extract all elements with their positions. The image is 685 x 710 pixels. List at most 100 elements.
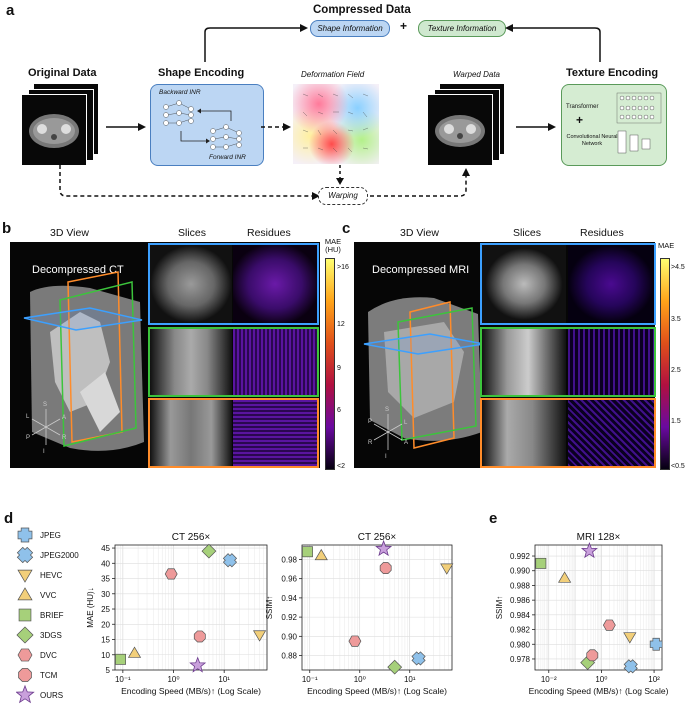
c-coronal-frame <box>480 398 656 468</box>
warping-box: Warping <box>318 187 368 205</box>
c-slice-coronal <box>482 400 566 466</box>
deformation-vectors <box>302 93 369 153</box>
panel-a-letter: a <box>6 2 15 19</box>
b-coronal-frame <box>148 398 319 468</box>
c-axis-r: R <box>368 440 373 446</box>
c-cbar-tick-0: >4.5 <box>671 264 685 271</box>
y-tick-label: 0.88 <box>281 652 297 661</box>
legend-marker-hevc <box>17 569 33 583</box>
point-hevc <box>440 563 454 575</box>
x-tick-label: 10⁰ <box>354 675 366 684</box>
texture-information-label: Texture Information <box>427 24 497 33</box>
y-tick-label: 0.94 <box>281 594 297 603</box>
c-3d-view-label: 3D View <box>400 227 439 239</box>
shape-information-label: Shape Information <box>317 24 383 33</box>
c-axis-i: I <box>385 454 387 460</box>
point-hevc <box>623 632 637 644</box>
b-cbar-tick-4: <2 <box>337 463 345 470</box>
point-tcm <box>379 562 392 574</box>
panel-b-letter: b <box>2 220 12 237</box>
c-axis-p: P <box>368 419 372 425</box>
point-brief <box>535 557 547 569</box>
shape-information-box: Shape Information <box>310 20 390 37</box>
point-ours <box>189 656 207 673</box>
x-tick-label: 10⁻¹ <box>115 675 131 684</box>
c-slice-axial <box>482 245 566 323</box>
b-axis-a: A <box>62 415 66 421</box>
c-residues-label: Residues <box>580 227 624 239</box>
point-tcm <box>586 649 599 662</box>
y-tick-label: 0.982 <box>510 626 531 635</box>
y-tick-label: 0.984 <box>510 611 531 620</box>
plot-title: CT 256× <box>172 532 211 543</box>
legend-marker-jpeg <box>17 527 33 543</box>
shape-encoding-box: Backward INR Forward INR <box>150 84 264 166</box>
y-tick-label: 5 <box>106 666 111 675</box>
legend-marker-tcm <box>18 668 32 682</box>
b-slices-label: Slices <box>178 227 207 239</box>
original-data-label: Original Data <box>28 67 97 79</box>
c-cbar-tick-3: 1.5 <box>671 418 681 425</box>
y-tick-label: 0.990 <box>510 567 531 576</box>
c-colorbar <box>660 258 670 470</box>
legend-marker-ours <box>16 684 35 704</box>
point-jpeg2000 <box>222 553 238 568</box>
x-tick-label: 10⁰ <box>167 675 179 684</box>
point-jpeg2000 <box>623 659 638 674</box>
backward-inr-label: Backward INR <box>159 89 201 96</box>
point-dvc <box>602 619 616 631</box>
legend-label-dvc: DVC <box>40 651 57 660</box>
original-ct-front <box>21 94 87 166</box>
c-axis-s: S <box>385 407 389 413</box>
b-colorbar-title: MAE (HU) <box>324 237 342 254</box>
b-cbar-tick-1: 12 <box>337 321 345 328</box>
y-tick-label: 45 <box>101 544 110 553</box>
b-slice-axial <box>150 245 232 323</box>
point-vvc <box>314 548 328 561</box>
y-axis-label: SSIM↑ <box>495 596 504 620</box>
b-residue-axial <box>233 245 317 323</box>
x-tick-label: 10⁻² <box>541 675 557 684</box>
y-tick-label: 0.980 <box>510 640 531 649</box>
y-tick-label: 30 <box>101 590 110 599</box>
c-decompressed-label: Decompressed MRI <box>372 264 470 276</box>
b-axis-l: L <box>26 414 30 420</box>
y-tick-label: 10 <box>101 651 110 660</box>
b-residue-coronal <box>233 400 317 466</box>
y-tick-label: 0.992 <box>510 552 531 561</box>
x-axis-label: Encoding Speed (MB/s)↑ (Log Scale) <box>307 686 447 696</box>
compressed-data-title: Compressed Data <box>313 4 411 16</box>
plot-frame <box>114 544 268 671</box>
transformer-label: Transformer <box>566 104 599 110</box>
b-cbar-tick-0: >16 <box>337 264 349 271</box>
legend-marker-3dgs <box>16 626 34 644</box>
point-dvc <box>164 568 178 580</box>
y-tick-label: 40 <box>101 559 110 568</box>
legend-label-hevc: HEVC <box>40 571 62 580</box>
panel-d-letter: d <box>4 510 14 527</box>
panel-a-arrows <box>59 24 601 200</box>
c-cbar-tick-2: 2.5 <box>671 367 681 374</box>
legend-label-3dgs: 3DGS <box>40 631 62 640</box>
legend-label-ours: OURS <box>40 691 63 700</box>
c-cbar-tick-1: 3.5 <box>671 316 681 323</box>
y-tick-label: 0.92 <box>281 613 297 622</box>
legend-label-jpeg2000: JPEG2000 <box>40 551 79 560</box>
plot-title: MRI 128× <box>577 532 621 543</box>
legend-label-brief: BRIEF <box>40 611 64 620</box>
texture-encoding-label: Texture Encoding <box>566 67 659 79</box>
ct-slice-image <box>29 114 79 148</box>
texture-information-box: Texture Information <box>418 20 506 37</box>
deformation-field-image <box>293 84 379 164</box>
legend-marker-jpeg2000 <box>16 546 34 564</box>
y-tick-label: 35 <box>101 575 110 584</box>
c-colorbar-title: MAE <box>658 241 675 250</box>
b-decompressed-label: Decompressed CT <box>32 264 124 276</box>
c-slices-label: Slices <box>513 227 542 239</box>
b-3d-render: S I L R P A <box>23 271 144 455</box>
forward-inr-label: Forward INR <box>209 154 246 161</box>
